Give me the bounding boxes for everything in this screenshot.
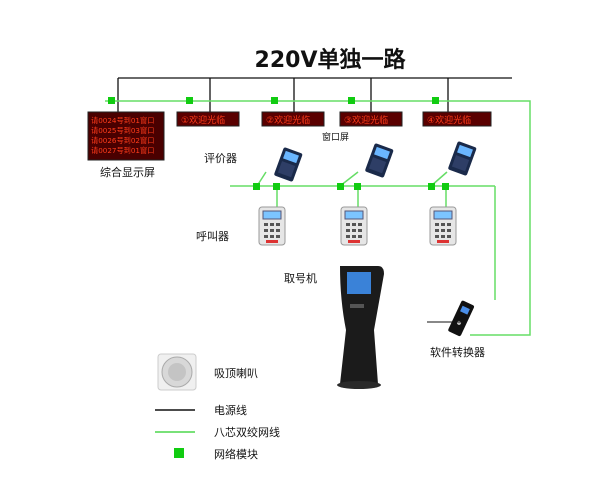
network-module [432,97,439,104]
network-module [186,97,193,104]
network-module [253,183,260,190]
caller-label: 呼叫器 [196,230,229,243]
window-screen-text: ③欢迎光临 [344,114,388,126]
window-screen-text: ④欢迎光临 [427,114,471,126]
ticket-machine-label: 取号机 [284,271,317,285]
window-screen-label: 窗口屏 [322,131,349,143]
legend-module-square [174,448,184,458]
diagram-title: 220V单独一路 [255,47,407,73]
main-display-line: 请0024号到01窗口 [91,116,154,125]
network-modules [108,97,449,190]
main-display: 请0024号到01窗口 请0025号到03窗口 请0026号到02窗口 请002… [87,111,165,161]
window-screen-text: ①欢迎光临 [181,114,225,126]
ceiling-speaker-icon [157,353,197,391]
window-screen-text: ②欢迎光临 [266,114,310,126]
network-module [108,97,115,104]
evaluator-device [448,141,477,176]
caller-device [340,206,368,246]
converter-device [448,300,475,337]
legend: 电源线 八芯双绞网线 网络模块 [155,403,280,461]
evaluator-device [274,147,303,182]
ticket-kiosk [337,266,384,389]
main-display-line: 请0025号到03窗口 [91,126,154,135]
evaluator-label: 评价器 [204,152,237,165]
evaluators [274,141,477,182]
network-wiring [105,100,531,336]
network-module [354,183,361,190]
main-display-label: 综合显示屏 [100,165,155,179]
network-module [348,97,355,104]
main-display-line: 请0027号到01窗口 [91,146,154,155]
network-module [271,97,278,104]
legend-label: 八芯双绞网线 [214,425,280,439]
network-module [442,183,449,190]
evaluator-device [365,143,394,178]
caller-device [258,206,286,246]
callers [258,206,457,246]
network-module [428,183,435,190]
window-screens: ①欢迎光临 ②欢迎光临 ③欢迎光临 ④欢迎光临 [176,111,492,127]
legend-label: 电源线 [214,403,247,417]
power-wiring [117,77,512,113]
network-module [273,183,280,190]
ceiling-speaker-label: 吸顶喇叭 [214,366,258,380]
converter-label: 软件转换器 [430,345,485,359]
main-display-line: 请0026号到02窗口 [91,136,154,145]
caller-device [429,206,457,246]
network-module [337,183,344,190]
legend-label: 网络模块 [214,447,258,461]
